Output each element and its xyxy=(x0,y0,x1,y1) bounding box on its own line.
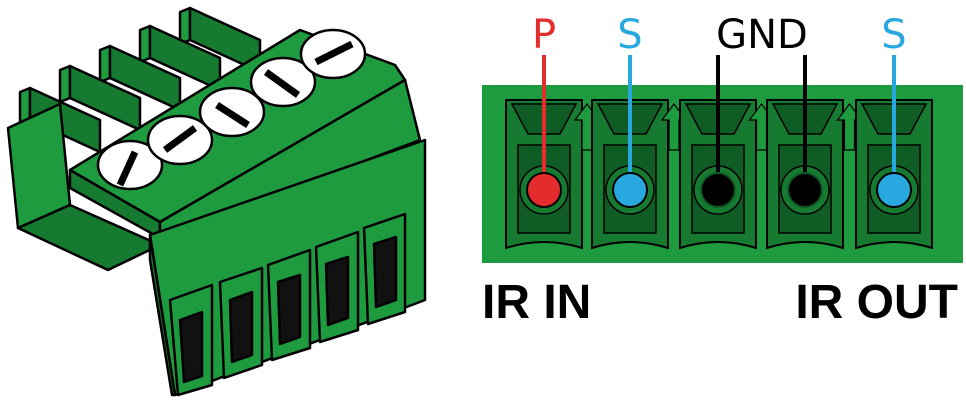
pin-dot-s2 xyxy=(876,172,912,208)
opening-5 xyxy=(362,212,407,326)
opening-2 xyxy=(218,266,264,380)
label-ir-out: IR OUT xyxy=(795,276,958,329)
pin-label-gnd: GND xyxy=(716,12,808,58)
wire-s1 xyxy=(612,55,648,208)
pin-dot-gnd-1 xyxy=(700,172,736,208)
opening-3 xyxy=(266,248,312,362)
pin-dot-p xyxy=(526,172,562,208)
pinout-diagram: P S GND S IR IN IR OUT xyxy=(482,12,963,329)
pin-dot-gnd-2 xyxy=(787,172,823,208)
screw-3 xyxy=(198,86,266,138)
label-ir-in: IR IN xyxy=(482,276,591,329)
pin-label-p: P xyxy=(532,12,556,58)
wire-p xyxy=(526,55,562,208)
terminal-block-illustration xyxy=(6,6,427,397)
screw-4 xyxy=(249,56,317,108)
wire-gnd-left xyxy=(700,55,736,208)
opening-4 xyxy=(314,230,360,344)
pin-label-s1: S xyxy=(617,12,642,58)
pin-label-s2: S xyxy=(881,12,906,58)
screw-5 xyxy=(299,28,367,80)
pin-dot-s1 xyxy=(612,172,648,208)
wire-s2 xyxy=(876,55,912,208)
screw-2 xyxy=(146,114,214,166)
screws xyxy=(96,28,367,191)
opening-1 xyxy=(168,283,214,397)
wire-gnd-right xyxy=(787,55,823,208)
wire-openings xyxy=(168,212,407,397)
screw-1 xyxy=(96,139,164,191)
